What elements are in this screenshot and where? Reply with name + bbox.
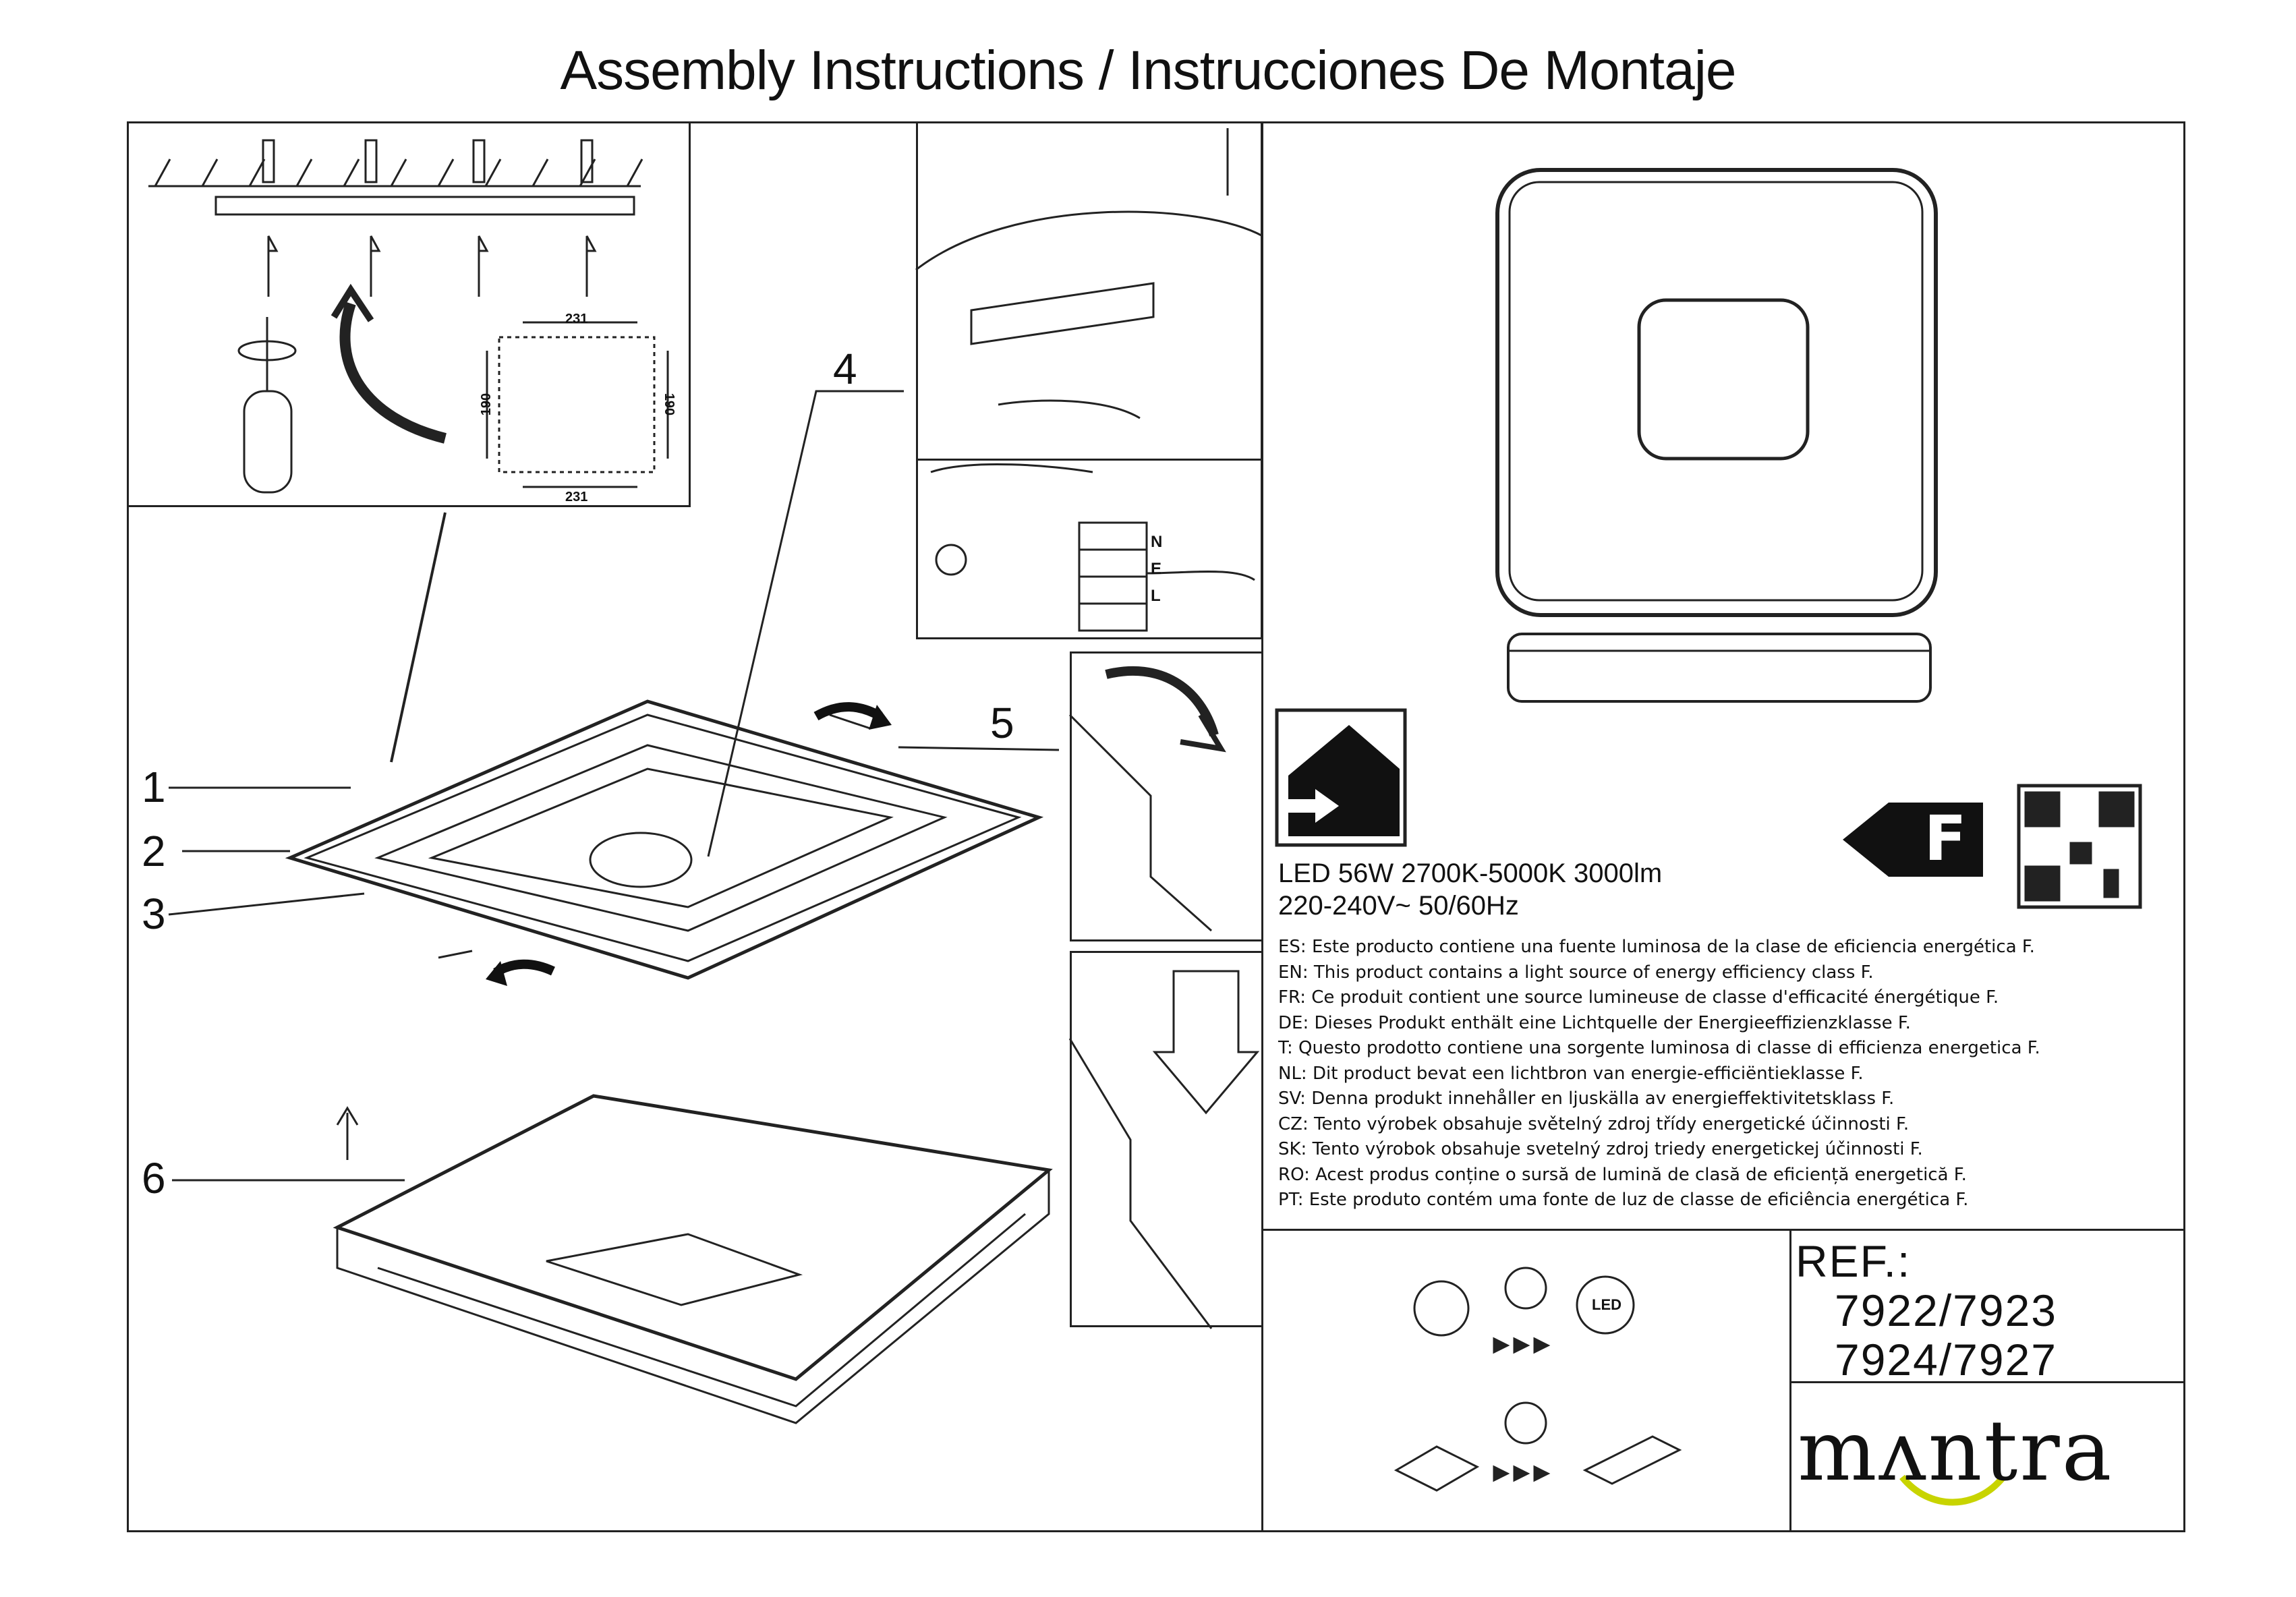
arrow-to-ceiling bbox=[390, 512, 447, 763]
drill-template bbox=[498, 336, 656, 473]
page-title: Assembly Instructions / Instrucciones De… bbox=[560, 40, 1736, 101]
terminal-l: L bbox=[1151, 587, 1161, 605]
spec-line-2: 220-240V~ 50/60Hz bbox=[1278, 891, 1519, 921]
wiring-detail-top bbox=[915, 128, 1263, 419]
energy-statement-cz: CZ: Tento výrobek obsahuje světelný zdro… bbox=[1278, 1113, 1910, 1134]
house-icon-frame bbox=[1275, 708, 1407, 847]
screwdriver-icon bbox=[237, 317, 297, 494]
product-top-view bbox=[1495, 168, 1938, 703]
ref-divider bbox=[1789, 1229, 1791, 1532]
ref-brand-divider bbox=[1789, 1381, 2185, 1383]
icon-outlines bbox=[1394, 1267, 1682, 1492]
qr-code-frame bbox=[2017, 784, 2142, 909]
rotate-arrow-bottom bbox=[493, 959, 555, 977]
clip-detail-panel-top bbox=[1070, 651, 1263, 941]
energy-class-arrow bbox=[1843, 803, 1983, 877]
energy-class-letter: F bbox=[1924, 803, 1967, 875]
led-icon-label: LED bbox=[1592, 1296, 1621, 1313]
energy-statement-fr: FR: Ce produit contient une source lumin… bbox=[1278, 987, 1999, 1008]
ceiling-hatch bbox=[148, 158, 643, 187]
energy-statement-ro: RO: Acest produs conține o sursă de lumi… bbox=[1278, 1164, 1967, 1185]
energy-statement-de: DE: Dieses Produkt enthält eine Lichtque… bbox=[1278, 1012, 1911, 1033]
terminal-e: E bbox=[1151, 560, 1162, 578]
energy-statement-it: T: Questo prodotto contiene una sorgente… bbox=[1278, 1038, 2040, 1058]
house-icon bbox=[1288, 725, 1400, 836]
callout-1: 1 bbox=[142, 763, 166, 811]
brand-smile bbox=[1899, 1474, 2006, 1506]
energy-statement-sk: SK: Tento výrobok obsahuje svetelný zdro… bbox=[1278, 1139, 1923, 1159]
callout-6: 6 bbox=[142, 1154, 166, 1202]
wiring-panel-divider bbox=[916, 459, 1263, 461]
energy-statement-en: EN: This product contains a light source… bbox=[1278, 962, 1874, 983]
callout-4: 4 bbox=[833, 345, 857, 393]
energy-statement-nl: NL: Dit product bevat een lichtbron van … bbox=[1278, 1063, 1864, 1084]
callout-5: 5 bbox=[990, 699, 1014, 747]
energy-statements: ES: Este producto contiene una fuente lu… bbox=[1278, 935, 2142, 1213]
dim-right: 190 bbox=[662, 393, 677, 416]
base-plate-drawing bbox=[285, 699, 1044, 980]
curved-arrow-up bbox=[339, 301, 447, 444]
shade-drawing bbox=[333, 1094, 1053, 1424]
callout-3: 3 bbox=[142, 890, 166, 938]
brand-logo: mʌntra bbox=[1798, 1403, 2114, 1500]
energy-statement-pt: PT: Este produto contém uma fonte de luz… bbox=[1278, 1190, 1969, 1210]
mounting-bracket bbox=[214, 196, 635, 216]
ref-label: REF.: bbox=[1796, 1236, 1912, 1286]
dim-top: 231 bbox=[565, 312, 588, 326]
energy-statement-sv: SV: Denna produkt innehåller en ljuskäll… bbox=[1278, 1088, 1895, 1109]
clip-detail-panel-bottom bbox=[1070, 951, 1263, 1327]
spec-line-1: LED 56W 2700K-5000K 3000lm bbox=[1278, 859, 1663, 888]
terminal-n: N bbox=[1151, 533, 1163, 551]
rotate-arrow-top bbox=[813, 702, 883, 721]
ref-line-2: 7924/7927 bbox=[1835, 1335, 2057, 1385]
info-divider bbox=[1261, 1229, 2185, 1231]
screw-icons bbox=[267, 235, 597, 297]
ceiling-mount-panel bbox=[127, 121, 691, 507]
wall-plug-icons bbox=[262, 139, 594, 183]
energy-statement-es: ES: Este producto contiene una fuente lu… bbox=[1278, 937, 2035, 957]
wiring-detail-bottom bbox=[930, 463, 1255, 632]
callout-2: 2 bbox=[142, 827, 166, 875]
right-column-divider bbox=[1261, 121, 1263, 1532]
dim-bottom: 231 bbox=[565, 490, 588, 504]
dim-left: 190 bbox=[479, 393, 494, 416]
clip-detail-drawings bbox=[1068, 666, 1260, 1329]
ref-line-1: 7922/7923 bbox=[1835, 1285, 2057, 1335]
